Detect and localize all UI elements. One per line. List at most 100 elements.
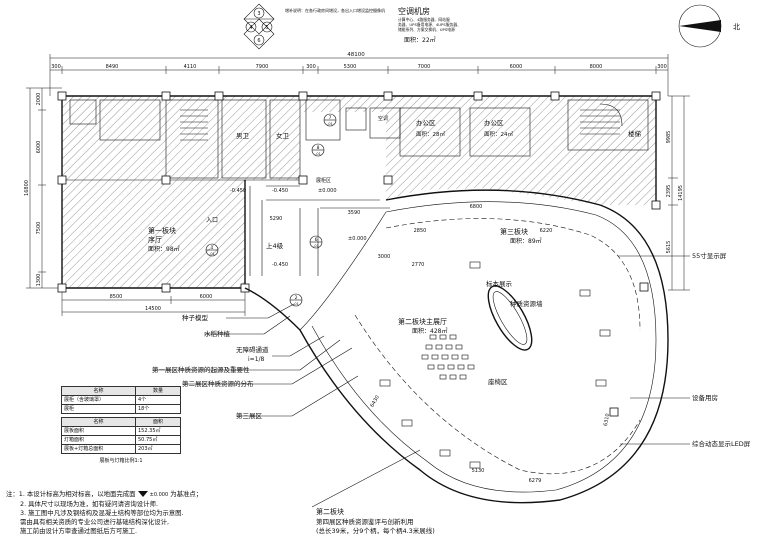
dim-right-1: 9985 (666, 131, 672, 144)
dim-top-7: 7000 (418, 64, 431, 70)
aircon-area: 面积：22㎡ (404, 36, 436, 44)
section-mark-1: 1 -01 (205, 243, 219, 257)
dim-left-2: 6000 (36, 141, 42, 154)
room-up-floor: 上4级 (266, 241, 284, 250)
dim-right-3: 5615 (666, 241, 672, 254)
table-row: 展柜 18个 (61, 404, 181, 414)
dim-inner-7: 5130 (472, 468, 485, 474)
room-office1-area: 面积：28㎡ (416, 130, 445, 138)
dim-left-total: 16800 (24, 180, 30, 196)
dim-top-5: 300 (306, 64, 316, 70)
dim-inner-9: 2770 (412, 262, 425, 268)
level-mark-1: -0.450 (230, 188, 246, 194)
dim-inner-2: 5290 (270, 216, 283, 222)
callout-zone-2: 第二展区种质资源的分布 (182, 379, 254, 388)
schedule-cell: 50.75㎡ (135, 435, 181, 445)
note-3: 3. 施工图中凡涉及钢结构及混凝土结构等部位均为示意图. (20, 509, 184, 517)
aircon-line-2: 务器、UPS备用电源、4UPS服务器、 (398, 22, 461, 27)
callout-led-screen: 综合动态显示LED屏 (692, 439, 751, 448)
dim-inner-3: 3000 (378, 254, 391, 260)
callout-slope: i=1/8 (248, 356, 265, 363)
section-mark-1-ref: -01 (209, 252, 215, 256)
schedule-cell: 展柜（含玻璃罩） (61, 395, 136, 405)
level-mark-3: ±0.000 (318, 188, 337, 194)
level-mark-5: ±0.000 (348, 236, 367, 242)
index-mark-3: 3 (257, 11, 260, 17)
section-mark-7: 7 -01 (323, 113, 337, 127)
index-symbol-group: 3 4 5 6 增补说明：在各行政房间增设，各出入口增设监控摄像机 (243, 3, 385, 50)
callout-leaders (152, 255, 690, 508)
room-exhibit: 展柜区 (316, 177, 331, 184)
note-1-text: 注：1. 本设计标高为相对标高，以地面完成面 (6, 490, 136, 498)
room-block1-sub: 序厅 (148, 235, 162, 244)
schedule-h2-name: 名称 (61, 417, 136, 427)
section-mark-6: 6 -01 (309, 235, 323, 249)
note-1-level: ±0.000 (149, 492, 169, 498)
room-office1-name: 办公区 (416, 118, 436, 127)
note-4: 需由具有相关资质的专业公司进行基础结构深化设计, (20, 518, 170, 526)
dim-left-4: 1300 (36, 274, 42, 287)
note-5: 施工前由设计方审查通过图纸后方可施工. (20, 527, 138, 535)
section-mark-8-ref: -01 (315, 152, 321, 156)
callout-zone-3: 第三展区 (236, 411, 263, 420)
section-mark-8: 8 -01 (311, 143, 325, 157)
dim-top-8: 6000 (510, 64, 523, 70)
inner-dimensions: 3590 5290 3000 2850 6800 6220 5130 6310 … (270, 204, 611, 484)
dim-top-2: 8490 (106, 64, 119, 70)
schedule-table: 名称 数量 展柜（含玻璃罩） 4个 展柜 18个 名称 面积 展板面积 152.… (61, 386, 181, 465)
schedule-cell: 4个 (135, 395, 181, 405)
schedule-cell: 展板面积 (61, 426, 136, 436)
schedule-h1-qty: 数量 (135, 386, 181, 396)
dim-bottom-1: 8500 (110, 294, 123, 300)
dim-right-2: 2395 (666, 185, 672, 198)
dim-top-3: 4110 (184, 64, 197, 70)
right-dimensions: 9985 2395 5615 14195 (666, 95, 690, 291)
schedule-cell: 展柜 (61, 404, 136, 414)
callout-equipment-room: 设备用房 (692, 393, 718, 402)
dim-left-3: 7500 (36, 222, 42, 235)
aircon-line-3: 储能系列、方案交换机、UPS电源 (398, 27, 455, 32)
room-block3-area: 面积：89㎡ (510, 237, 542, 245)
dim-top-1: 300 (51, 64, 61, 70)
schedule-header-2: 名称 面积 (61, 417, 181, 427)
level-mark-4: -0.450 (272, 262, 288, 268)
index-mark-6: 6 (257, 38, 260, 44)
section-mark-8-num: 8 (317, 145, 320, 151)
top-dimensions: 48100 300 8490 4110 7900 300 5300 7000 6… (49, 52, 669, 96)
dim-top-10: 300 (657, 64, 667, 70)
stair-graphic (180, 103, 623, 141)
room-stairs: 楼梯 (628, 129, 642, 138)
dim-left-1: 2000 (36, 93, 42, 106)
table-row: 展柜（含玻璃罩） 4个 (61, 395, 181, 405)
dim-bottom-2: 6000 (200, 294, 213, 300)
north-arrow-label: 北 (733, 23, 740, 31)
level-mark-2: -0.450 (272, 188, 288, 194)
room-seating: 座椅区 (488, 377, 508, 386)
room-office2-area: 面积：24㎡ (484, 130, 513, 138)
dim-inner-10: 6430 (369, 394, 381, 408)
bottom-block-line1: 第四展区种质资源鉴评与创新利用 (316, 517, 414, 526)
dim-bottom-total: 14500 (145, 306, 161, 312)
left-dimensions: 16800 2000 6000 7500 1300 (24, 87, 62, 289)
schedule-header-1: 名称 数量 (61, 386, 181, 396)
room-block2-area: 面积：428㎡ (412, 327, 447, 335)
section-mark-1-num: 1 (211, 245, 214, 251)
index-mark-4: 4 (249, 25, 252, 31)
section-mark-2-num: 2 (295, 295, 298, 301)
dim-inner-11: 6279 (529, 478, 542, 484)
room-toilet-f: 女卫 (276, 131, 290, 140)
dim-inner-4: 2850 (414, 228, 427, 234)
aircon-title: 空调机房 (398, 6, 430, 16)
dim-inner-1: 3590 (348, 210, 361, 216)
bottom-block-line2: (总长39米，分9个柄，每个柄4.3米展线) (316, 526, 435, 535)
room-block1-name: 第一板块 (148, 226, 176, 235)
room-specimen: 标本展示 (486, 279, 513, 288)
dim-inner-5: 6800 (470, 204, 483, 210)
north-arrow: 北 (678, 4, 740, 48)
aircon-line-1: 计算中心、4路服务器、网站服 (398, 17, 450, 22)
room-office2-name: 办公区 (484, 118, 504, 127)
note-1-end: 为基准点； (170, 490, 203, 498)
schedule-h2-area: 面积 (135, 417, 181, 427)
callout-rice-planting: 水稻种植 (204, 329, 231, 338)
